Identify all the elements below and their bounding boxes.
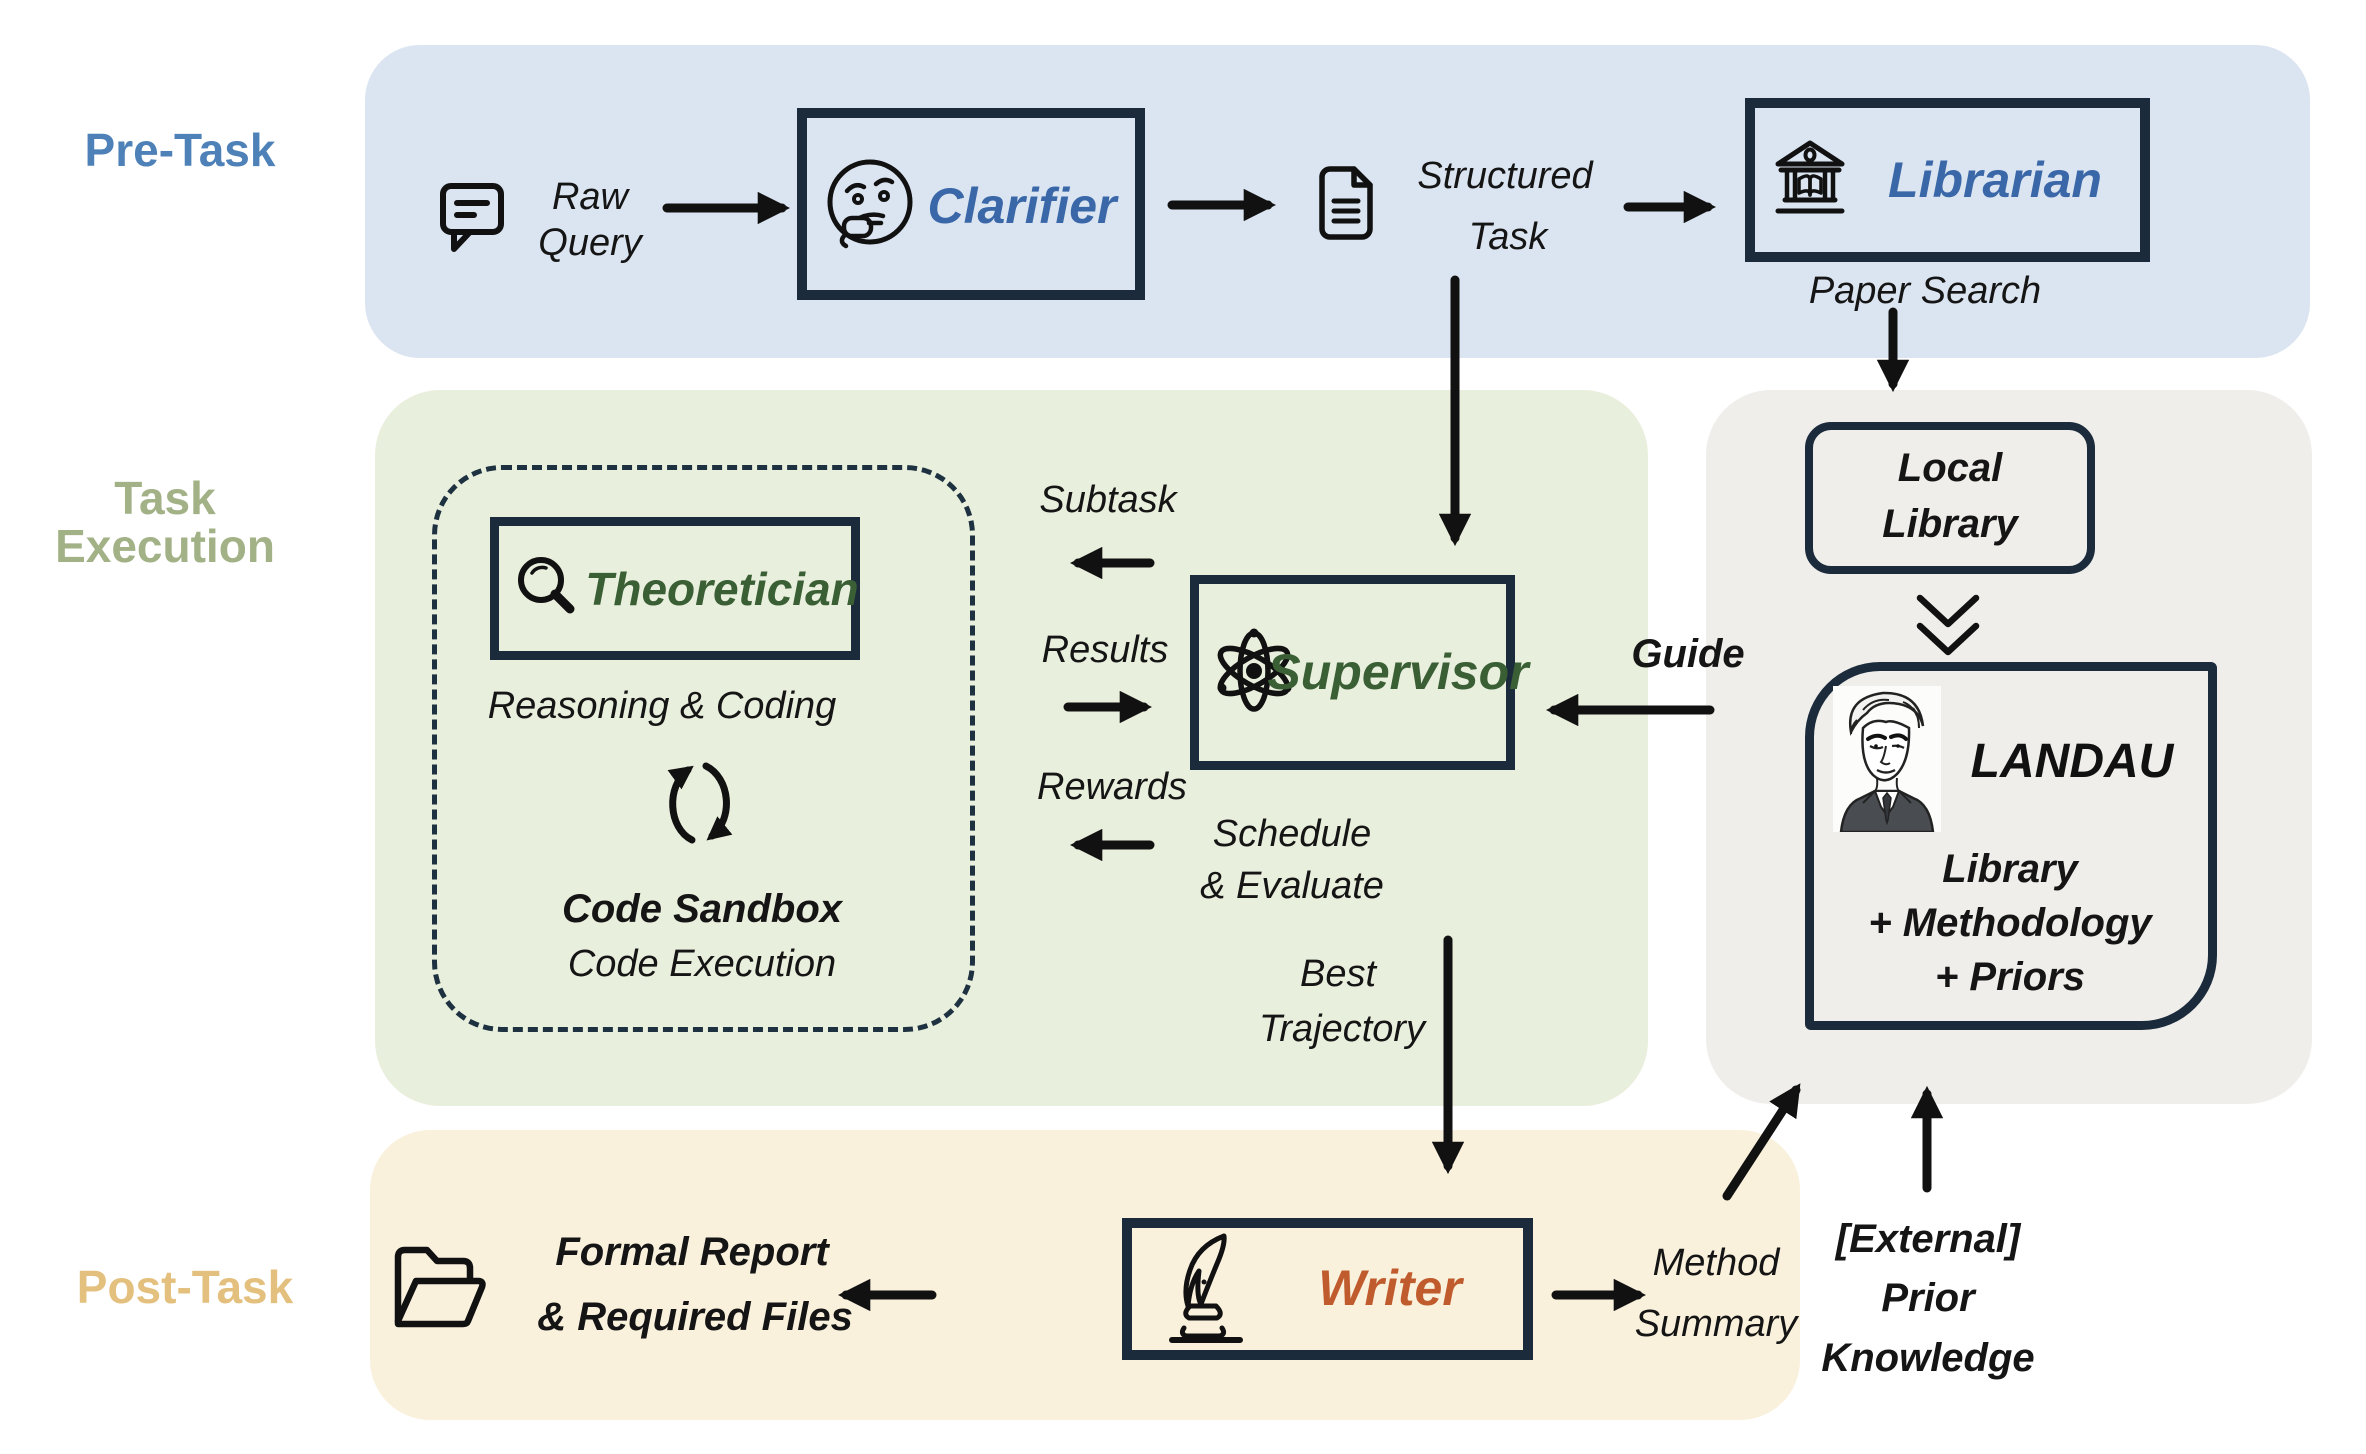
double-chevron-down-icon — [1908, 592, 1988, 660]
results-label: Results — [1041, 629, 1169, 671]
landau-desc-line2: + Methodology — [1868, 901, 2152, 945]
library-building-icon — [1770, 137, 1850, 223]
librarian-box — [1745, 98, 2150, 262]
best-trajectory-label-line2: Trajectory — [1258, 1008, 1426, 1050]
supervisor-label: Supervisor — [1267, 644, 1529, 700]
local-library-box — [1805, 422, 2095, 574]
task-execution-label-line2: Execution — [55, 520, 275, 572]
reasoning-coding-label: Reasoning & Coding — [487, 685, 837, 727]
theoretician-box — [490, 517, 860, 660]
theoretician-label: Theoretician — [585, 563, 859, 615]
raw-query-label-line2: Query — [538, 222, 642, 264]
local-library-label-line2: Library — [1882, 502, 2018, 546]
supervisor-box — [1190, 575, 1515, 770]
document-icon — [1318, 165, 1376, 241]
chat-bubble-icon — [437, 178, 507, 262]
method-summary-label-line1: Method — [1652, 1242, 1780, 1284]
code-execution-label: Code Execution — [567, 943, 837, 985]
external-prior-label-line1: [External] — [1835, 1217, 2021, 1261]
local-library-label-line1: Local — [1897, 446, 2003, 490]
formal-report-label-line2: & Required Files — [537, 1295, 853, 1339]
landau-desc-line3: + Priors — [1934, 955, 2086, 999]
pre-task-label: Pre-Task — [84, 124, 276, 176]
paper-search-label: Paper Search — [1808, 270, 2042, 312]
theoretician-sandbox-group — [432, 465, 975, 1032]
best-trajectory-label-line1: Best — [1299, 953, 1377, 995]
atom-icon — [1207, 624, 1302, 719]
structured-task-label-line1: Structured — [1417, 155, 1593, 197]
schedule-evaluate-label-line2: & Evaluate — [1200, 865, 1384, 907]
subtask-label: Subtask — [1039, 479, 1177, 521]
structured-task-label-line2: Task — [1468, 216, 1548, 258]
raw-query-label-line1: Raw — [551, 176, 629, 218]
quill-icon — [1160, 1230, 1252, 1346]
landau-desc-line1: Library — [1942, 847, 2078, 891]
task-execution-band — [375, 390, 1648, 1106]
task-execution-label-line1: Task — [114, 472, 216, 524]
guide-label: Guide — [1631, 632, 1745, 676]
clarifier-label: Clarifier — [927, 178, 1117, 234]
method-summary-label-line2: Summary — [1634, 1303, 1798, 1345]
magnifier-icon — [508, 549, 588, 629]
code-sandbox-label: Code Sandbox — [561, 887, 843, 931]
schedule-evaluate-label-line1: Schedule — [1212, 813, 1372, 855]
folder-icon — [390, 1241, 490, 1331]
writer-box — [1122, 1218, 1533, 1360]
external-prior-label-line2: Prior — [1881, 1276, 1975, 1320]
rewards-label: Rewards — [1037, 766, 1187, 808]
external-prior-label-line3: Knowledge — [1821, 1336, 2035, 1380]
thinking-face-icon — [820, 154, 920, 254]
clarifier-box — [797, 108, 1145, 300]
librarian-label: Librarian — [1888, 152, 2102, 208]
landau-portrait — [1833, 686, 1941, 832]
formal-report-label-line1: Formal Report — [555, 1230, 829, 1274]
post-task-band — [370, 1130, 1800, 1420]
cycle-icon — [642, 752, 762, 856]
writer-label: Writer — [1318, 1260, 1462, 1316]
post-task-label: Post-Task — [76, 1261, 294, 1313]
landau-label: LANDAU — [1970, 735, 2174, 788]
